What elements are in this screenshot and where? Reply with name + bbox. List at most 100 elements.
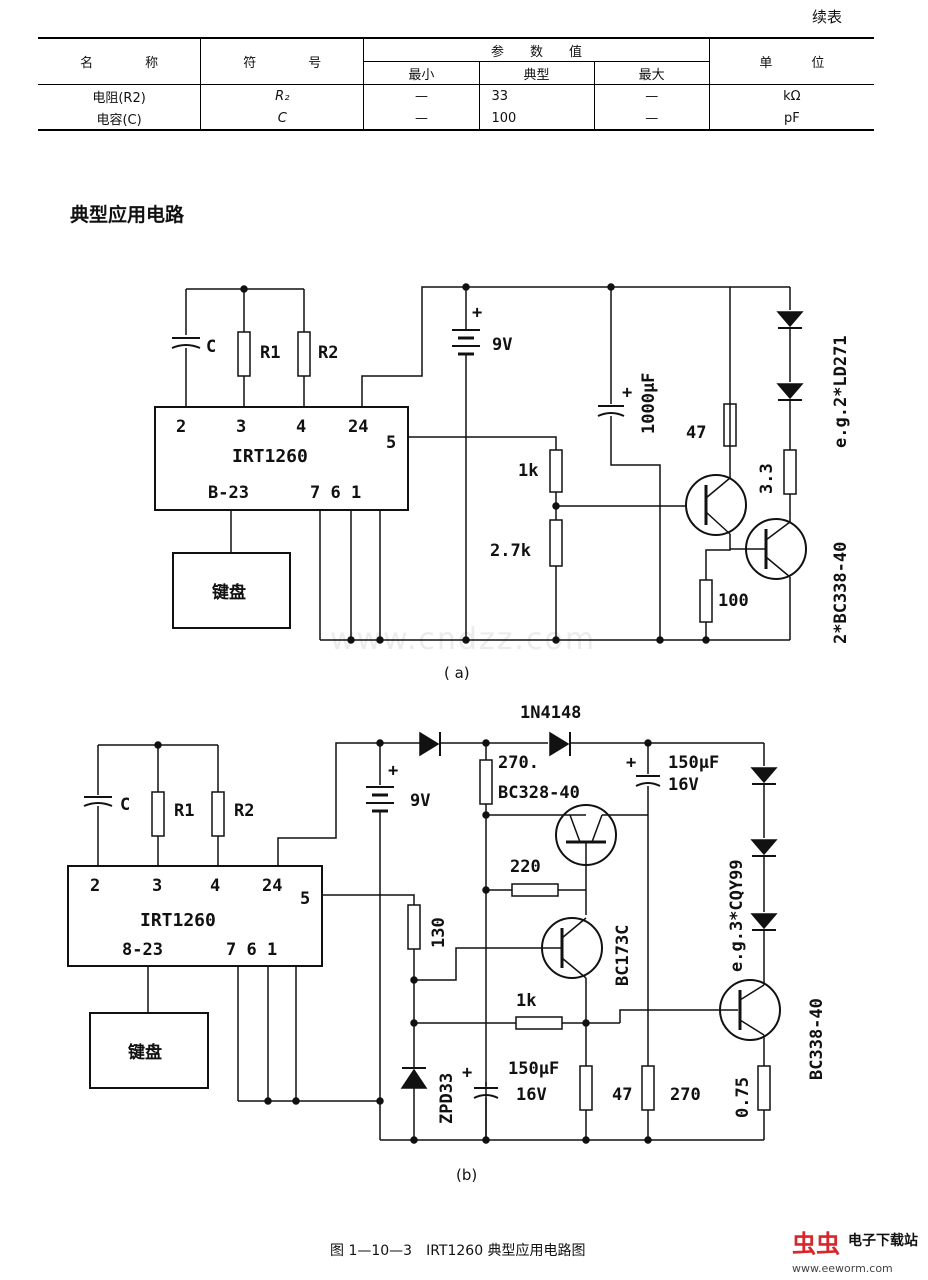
ic-name-b: IRT1260 xyxy=(140,910,216,931)
pin-4-a: 4 xyxy=(296,417,306,437)
pin-24-a: 24 xyxy=(348,417,368,437)
led-note-a: e.g.2*LD271 xyxy=(831,335,851,448)
r-220-label-b: 220 xyxy=(510,857,541,877)
led-note-b: e.g.3*CQY99 xyxy=(727,859,747,972)
cap-150-top-b: 150μF xyxy=(668,753,719,773)
cell-unit: kΩ xyxy=(708,84,874,107)
section-title: 典型应用电路 xyxy=(70,204,185,226)
label-r1-b: R1 xyxy=(174,801,194,821)
cell-typ: 100 xyxy=(478,107,595,131)
r-2k7-label-a: 2.7k xyxy=(490,541,531,561)
r1-resistor-b xyxy=(151,791,165,837)
r-270-top-b xyxy=(479,759,493,805)
keyboard-box-b xyxy=(89,1012,209,1089)
pin-24-b: 24 xyxy=(262,876,282,896)
r-47-b xyxy=(579,1065,593,1111)
cell-max: — xyxy=(593,84,710,107)
cell-symbol: R₂ xyxy=(200,84,364,107)
cell-min: — xyxy=(363,84,479,107)
pin-2-a: 2 xyxy=(176,417,186,437)
ic-name-a: IRT1260 xyxy=(232,446,308,467)
cap-150-top-v-b: 16V xyxy=(668,775,699,795)
r-220-b xyxy=(511,883,559,897)
r-47-label-a: 47 xyxy=(686,423,706,443)
r2-resistor-b xyxy=(211,791,225,837)
ic-b-box xyxy=(67,865,323,967)
keyboard-label-a: 键盘 xyxy=(212,582,246,603)
r-3-3-label-a: 3.3 xyxy=(757,463,777,494)
zener-label-b: ZPD33 xyxy=(437,1073,457,1124)
table-row: 电阻(R2) R₂ — 33 — kΩ xyxy=(38,84,874,107)
logo-url: www.eeworm.com xyxy=(792,1262,893,1275)
col-params-header: 参 数 值 xyxy=(363,37,710,62)
bc328-label-b: BC328-40 xyxy=(498,783,580,803)
bc173-label-b: BC173C xyxy=(613,925,633,986)
battery-label-b: 9V xyxy=(410,791,430,811)
cap-1000uf-label: 1000μF xyxy=(639,373,659,434)
r-0-75-label-b: 0.75 xyxy=(733,1077,753,1118)
label-c-b: C xyxy=(120,795,130,815)
keyboard-label-b: 键盘 xyxy=(128,1042,162,1063)
figure-label-a: ( a) xyxy=(444,664,470,682)
pins-b23-a: B-23 xyxy=(208,483,249,503)
figure-caption: 图 1—10—3 IRT1260 典型应用电路图 xyxy=(330,1243,586,1259)
cell-min: — xyxy=(363,107,479,131)
r-270-bottom-b xyxy=(641,1065,655,1111)
table-row: 电容(C) C — 100 — pF xyxy=(38,107,874,131)
pins-823-b: 8-23 xyxy=(122,940,163,960)
col-min-header: 最小 xyxy=(363,61,479,85)
figure-label-b: (b) xyxy=(456,1166,478,1184)
cap-plus-a: + xyxy=(622,383,632,403)
pin-5-a: 5 xyxy=(386,433,396,453)
pin-2-b: 2 xyxy=(90,876,100,896)
pins-761-a: 7 6 1 xyxy=(310,483,361,503)
cell-name: 电阻(R2) xyxy=(92,90,146,106)
battery-plus-a: + xyxy=(472,303,482,323)
transistor-note-a: 2*BC338-40 xyxy=(831,542,851,644)
r-1k-label-b: 1k xyxy=(516,991,536,1011)
keyboard-box-a xyxy=(172,552,291,629)
pins-761-b: 7 6 1 xyxy=(226,940,277,960)
r-130-label-b: 130 xyxy=(429,917,449,948)
logo-cn: 虫虫 xyxy=(792,1230,840,1258)
col-typ-header: 典型 xyxy=(478,61,595,85)
pin-3-a: 3 xyxy=(236,417,246,437)
pin-5-b: 5 xyxy=(300,889,310,909)
r-270-top-label-b: 270. xyxy=(498,753,539,773)
cap-150-bottom-b: 150μF xyxy=(508,1059,559,1079)
r-47-label-b: 47 xyxy=(612,1085,632,1105)
cell-typ: 33 xyxy=(478,84,595,107)
battery-plus-b: + xyxy=(388,761,398,781)
label-r1-a: R1 xyxy=(260,343,280,363)
diode-label-b: 1N4148 xyxy=(520,703,581,723)
col-name-header: 名 称 xyxy=(38,37,201,85)
label-c-a: C xyxy=(206,337,216,357)
label-r2-a: R2 xyxy=(318,343,338,363)
col-symbol-header: 符 号 xyxy=(200,37,364,85)
cell-unit: pF xyxy=(708,107,874,131)
cap-plus-b1: + xyxy=(626,753,636,773)
r-270-bottom-label-b: 270 xyxy=(670,1085,701,1105)
cell-symbol: C xyxy=(200,107,364,131)
cell-max: — xyxy=(593,107,710,131)
r-0-75-b xyxy=(757,1065,771,1111)
cell-name: 电容(C) xyxy=(38,107,201,131)
col-max-header: 最大 xyxy=(593,61,710,85)
site-logo: 虫虫 电子下载站 www.eeworm.com xyxy=(770,1220,928,1280)
r-1k-b xyxy=(515,1016,563,1030)
parameter-table: 名 称 符 号 参 数 值 单 位 最小 典型 最大 电阻(R2) R₂ — 3… xyxy=(38,37,874,131)
ic-a-box xyxy=(154,406,409,511)
cap-150-bottom-v-b: 16V xyxy=(516,1085,547,1105)
r-100-label-a: 100 xyxy=(718,591,749,611)
continued-label: 续表 xyxy=(812,8,843,26)
col-unit-header: 单 位 xyxy=(708,37,874,85)
logo-site: 电子下载站 xyxy=(848,1233,918,1249)
pin-4-b: 4 xyxy=(210,876,220,896)
r-1k-label-a: 1k xyxy=(518,461,538,481)
r-130-b xyxy=(407,904,421,950)
cap-plus-b2: + xyxy=(462,1063,472,1083)
bc338-label-b: BC338-40 xyxy=(807,998,827,1080)
r-47-a xyxy=(723,403,737,447)
